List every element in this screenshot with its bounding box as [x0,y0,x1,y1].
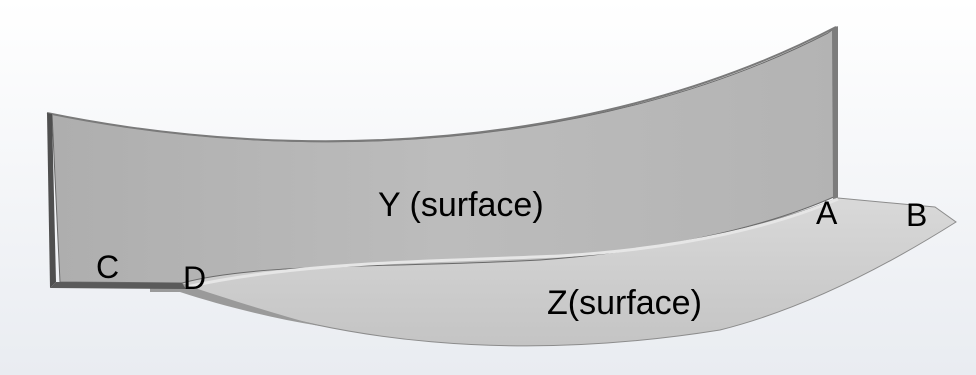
label-point-b: B [906,197,927,233]
wall-top-edge [46,26,837,143]
wall-left-edge [47,113,56,288]
wall-right-edge [832,26,838,199]
label-y-surface: Y (surface) [378,186,544,224]
bend-fillet-line [185,197,839,289]
label-point-a: A [816,195,838,231]
bottom-left-flange [50,282,186,289]
label-point-c: C [96,249,119,285]
label-z-surface: Z(surface) [547,284,702,322]
label-point-d: D [183,260,206,296]
flange-shadow [150,283,320,326]
